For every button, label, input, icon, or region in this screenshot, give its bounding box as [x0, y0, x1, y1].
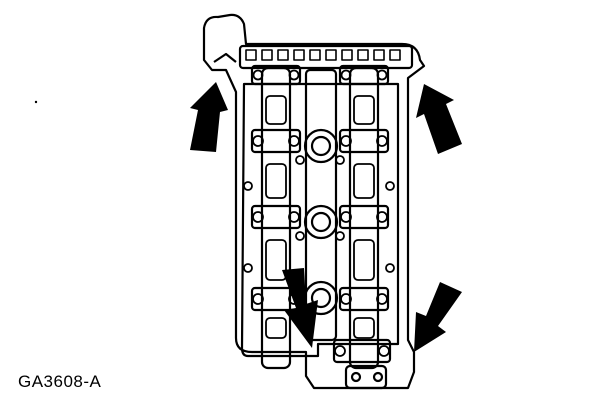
chain-guide	[238, 44, 414, 70]
upper-right-arrow	[416, 84, 462, 154]
lower-right-arrow	[414, 282, 462, 352]
gasket-outline	[240, 82, 400, 358]
left-camshaft	[260, 66, 292, 370]
upper-left-arrow	[190, 82, 228, 152]
drive-sprocket	[344, 364, 388, 390]
bearing-caps	[250, 64, 392, 364]
cam-lobes	[265, 95, 375, 339]
right-camshaft	[348, 66, 380, 370]
center-rail	[304, 68, 338, 342]
lower-left-arrow	[282, 268, 318, 348]
chain-links	[245, 49, 401, 61]
spark-plug-wells	[303, 128, 339, 316]
figure-code-label: GA3608-A	[18, 372, 102, 391]
cap-bolts	[243, 69, 395, 357]
